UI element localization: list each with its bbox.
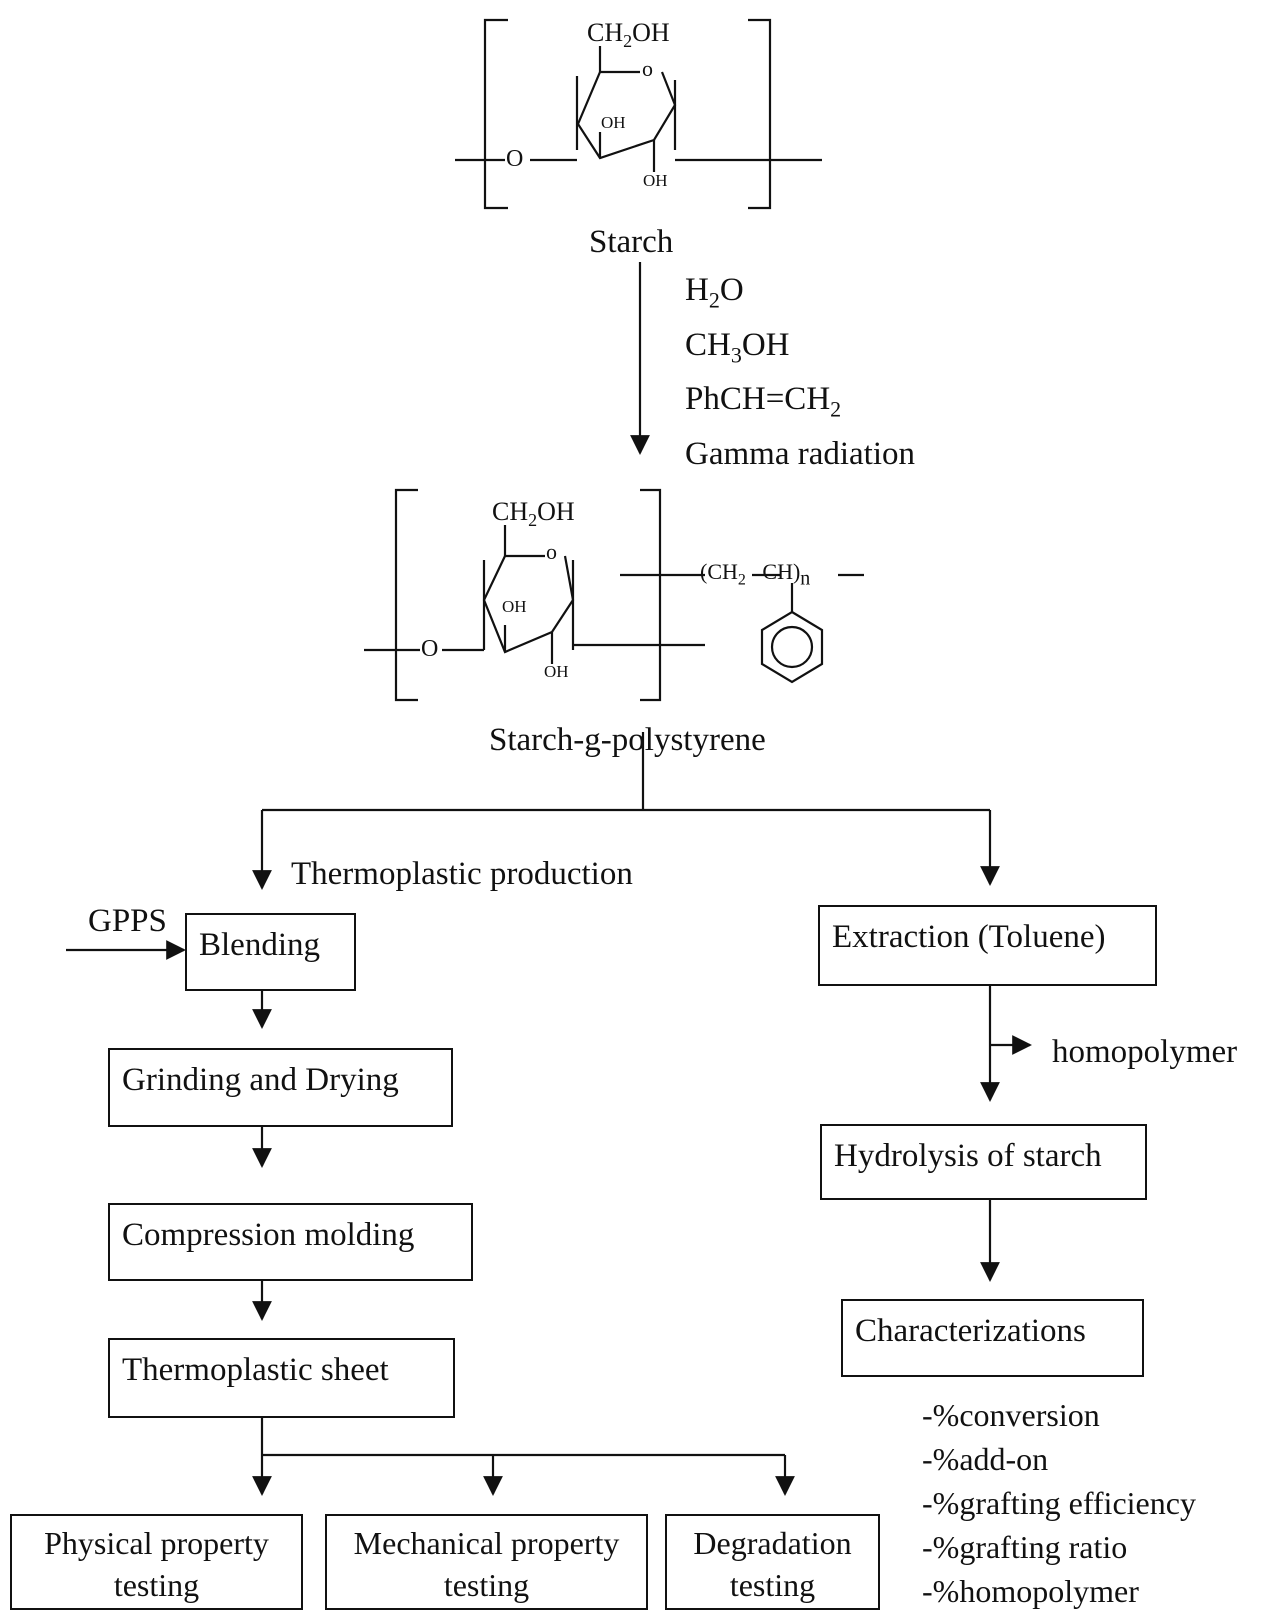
physical-testing-line2: testing (113, 1567, 200, 1603)
extraction-step: Extraction (Toluene) (818, 905, 1157, 986)
hydrolysis-step-label: Hydrolysis of starch (834, 1138, 1102, 1174)
reagent-methanol: CH3OH (685, 326, 790, 368)
reagent-gamma-radiation: Gamma radiation (685, 435, 916, 472)
thermoplastic-production-label: Thermoplastic production (291, 856, 633, 892)
starch-structure (455, 18, 822, 210)
polystyrene-repeat-unit: (CH2 CH)n (700, 559, 811, 590)
product-right-bracket (640, 488, 662, 702)
product-oh-2: OH (544, 662, 569, 681)
extraction-step-label: Extraction (Toluene) (832, 919, 1106, 955)
gpps-label: GPPS (88, 903, 167, 939)
reaction-reagents: H2O CH3OH PhCH=CH2 Gamma radiation (685, 268, 915, 477)
blending-step: Blending (185, 913, 356, 991)
physical-testing-line1: Physical property (44, 1525, 269, 1561)
starch-bridge-oxygen: O (506, 146, 524, 172)
thermoplastic-sheet-step: Thermoplastic sheet (108, 1338, 455, 1418)
degradation-testing-line2: testing (729, 1567, 816, 1603)
starch-oh-2: OH (643, 171, 668, 190)
characterizations-step-label: Characterizations (855, 1313, 1086, 1349)
product-ch2oh-label: CH2OH (492, 497, 575, 531)
characterization-results: -%conversion -%add-on -%grafting efficie… (922, 1393, 1196, 1613)
characterizations-step: Characterizations (841, 1299, 1144, 1377)
blending-step-label: Blending (199, 927, 320, 963)
thermoplastic-sheet-step-label: Thermoplastic sheet (122, 1352, 389, 1388)
graft-copolymer-structure (364, 488, 864, 702)
homopolymer-label: homopolymer (1052, 1034, 1238, 1070)
reagent-water: H2O (685, 272, 744, 313)
starch-right-bracket (748, 18, 772, 210)
mechanical-testing-line1: Mechanical property (353, 1525, 620, 1561)
product-oh-3: OH (502, 597, 527, 616)
grinding-drying-step-label: Grinding and Drying (122, 1062, 399, 1098)
product-ring-oxygen: o (546, 539, 557, 564)
compression-molding-step-label: Compression molding (122, 1217, 415, 1253)
starch-left-bracket (483, 18, 508, 210)
starch-pyranose-ring (576, 70, 677, 160)
product-left-bracket (394, 488, 418, 702)
result-add-on: -%add-on (922, 1441, 1049, 1477)
starch-label: Starch (589, 224, 674, 260)
starch-oh-3: OH (601, 113, 626, 132)
product-pyranose-ring (482, 554, 575, 654)
phenyl-ring (760, 610, 824, 684)
result-grafting-ratio: -%grafting ratio (922, 1529, 1128, 1565)
mechanical-testing-line2: testing (443, 1567, 530, 1603)
grinding-drying-step: Grinding and Drying (108, 1048, 453, 1127)
degradation-testing-box: Degradation testing (665, 1514, 880, 1610)
result-homopolymer: -%homopolymer (922, 1573, 1139, 1609)
starch-ring-oxygen: o (642, 56, 653, 81)
starch-ch2oh-label: CH2OH (587, 18, 670, 52)
compression-molding-step: Compression molding (108, 1203, 473, 1281)
product-label: Starch-g-polystyrene (489, 722, 766, 758)
reagent-styrene: PhCH=CH2 (685, 381, 842, 422)
mechanical-testing-box: Mechanical property testing (325, 1514, 648, 1610)
product-bridge-oxygen: O (421, 636, 439, 662)
degradation-testing-line1: Degradation (693, 1525, 852, 1561)
hydrolysis-step: Hydrolysis of starch (820, 1124, 1147, 1200)
physical-testing-box: Physical property testing (10, 1514, 303, 1610)
result-grafting-efficiency: -%grafting efficiency (922, 1485, 1196, 1521)
result-conversion: -%conversion (922, 1397, 1100, 1433)
